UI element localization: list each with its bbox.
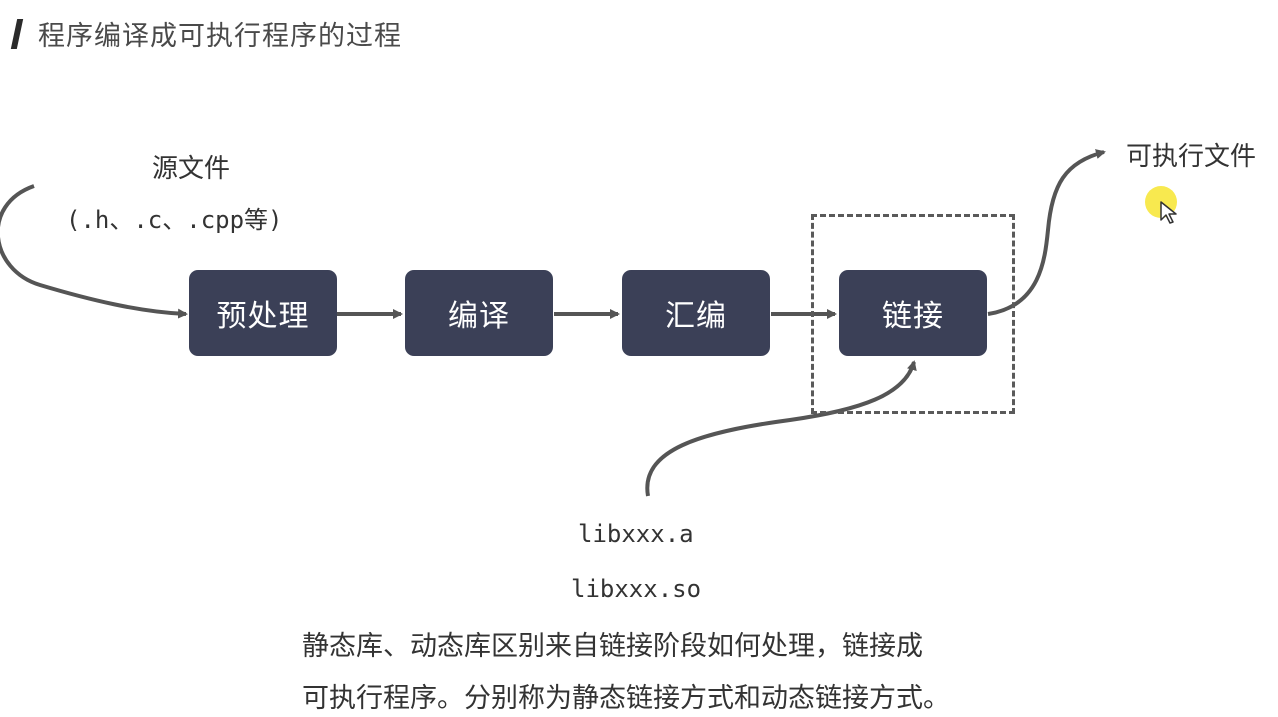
step-preprocess: 预处理 (189, 270, 337, 356)
source-arrow (0, 184, 188, 319)
page-title-bar: 程序编译成可执行程序的过程 (10, 14, 402, 53)
step-assemble-label: 汇编 (665, 299, 727, 334)
static-library-name: libxxx.a (578, 520, 694, 548)
step-compile: 编译 (405, 270, 553, 356)
source-file-label: 源文件 (152, 154, 231, 184)
shared-library-name: libxxx.so (571, 575, 702, 603)
step-preprocess-label: 预处理 (216, 299, 310, 334)
page-title: 程序编译成可执行程序的过程 (38, 21, 402, 52)
link-stage-highlight-box (811, 214, 1015, 414)
note-line-1: 静态库、动态库区别来自链接阶段如何处理，链接成 (302, 631, 923, 662)
step-assemble: 汇编 (622, 270, 770, 356)
note-line-2: 可执行程序。分别称为静态链接方式和动态链接方式。 (302, 683, 950, 714)
step-link-label: 链接 (882, 299, 944, 334)
step-compile-label: 编译 (448, 299, 510, 334)
mouse-pointer-icon (1160, 201, 1177, 224)
step-link: 链接 (839, 270, 987, 356)
executable-file-label: 可执行文件 (1126, 142, 1257, 172)
library-arrow (645, 360, 917, 497)
executable-arrow (987, 149, 1106, 316)
source-file-extensions: (.h、.c、.cpp等) (66, 206, 283, 234)
